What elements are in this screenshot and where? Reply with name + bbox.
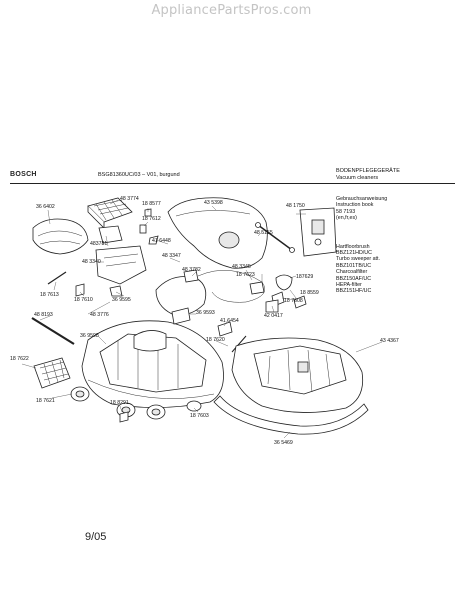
side-note: Gebrauchsanweisung (336, 196, 388, 202)
side-note: BBZ121HD/UC (336, 250, 372, 257)
filter-card (98, 225, 123, 244)
side-note: BBZ150AF/UC (336, 275, 372, 282)
small-clips (139, 208, 159, 245)
category-line-1: BODENPFLEGEGERÄTE (336, 168, 400, 174)
leader-lines (21, 199, 383, 439)
part-label: 483781 (90, 241, 108, 247)
cord-rod (255, 222, 295, 253)
part-label: 42 0417 (264, 313, 283, 319)
side-notes: Gebrauchsanweisung Instruction book 58 7… (336, 196, 387, 295)
part-label: 48 3347 (162, 253, 181, 259)
part-label: 36 9593 (196, 310, 215, 316)
main-housing-right (231, 337, 364, 413)
part-label: 18 7620 (206, 337, 225, 343)
side-note: BBZ151HF/UC (336, 288, 372, 295)
part-label: 18 8577 (142, 201, 161, 207)
side-note: (en,fr,es) (336, 215, 357, 222)
watermark: AppliancePartsPros.com (151, 3, 312, 18)
part-label: 18 7623 (236, 272, 255, 278)
bag-holder-cover (32, 218, 89, 255)
part-label: 18 7612 (142, 216, 161, 222)
category-line-2: Vacuum cleaners (336, 175, 379, 181)
part-label: 43 4367 (380, 338, 399, 344)
base-housing (81, 320, 224, 408)
part-label: 36 9595 (112, 297, 131, 303)
micro-filter (87, 197, 133, 229)
part-label: 48 8193 (34, 312, 53, 318)
clip-small (119, 411, 129, 423)
part-label: 187629 (296, 274, 314, 280)
side-note: BBZ101TB/UC (336, 262, 372, 269)
exhaust-filter (33, 357, 71, 389)
part-label: 48 3774 (120, 196, 139, 202)
part-label: 41 6448 (152, 238, 171, 244)
cable-loop (197, 270, 265, 303)
part-label: 18 8291 (110, 400, 129, 406)
side-note: 58 7193 (336, 208, 356, 215)
part-label: 36 6402 (36, 204, 55, 210)
model-label: BSG81360UC/03 – V01, burgund (98, 172, 180, 178)
part-label: 48 3345 (232, 264, 251, 270)
part-label: 41 6454 (220, 318, 239, 324)
side-note: Instruction book (336, 202, 374, 209)
part-label: 18 7621 (36, 398, 55, 404)
long-rod (31, 317, 75, 345)
header-rule (10, 183, 455, 184)
part-label: 48 3340 (82, 259, 101, 265)
wheels (70, 386, 202, 420)
part-label: 43 5398 (204, 200, 223, 206)
top-housing-lid (167, 197, 268, 269)
part-label: 18 7613 (40, 292, 59, 298)
bumper-strip (213, 395, 369, 435)
part-label: 18 7610 (74, 297, 93, 303)
part-label: 36 5469 (274, 440, 293, 446)
hose-cuff-housing (95, 245, 147, 285)
part-label: 48 5155 (254, 230, 273, 236)
part-label: 48 3776 (90, 312, 109, 318)
part-label: 18 7622 (10, 356, 29, 362)
part-label: 18 7603 (190, 413, 209, 419)
revision-date: 9/05 (85, 531, 107, 543)
part-label: 18 7608 (284, 298, 303, 304)
side-note: Charcoalfilter (336, 269, 368, 276)
side-note: Turbo sweeper att. (336, 256, 380, 263)
part-label: 18 8559 (300, 290, 319, 296)
part-label: 48 1750 (286, 203, 305, 209)
side-note: HEPA-filter (336, 282, 362, 289)
brand-label: BOSCH (10, 171, 37, 178)
small-parts-right (265, 274, 307, 313)
part-label: 48 3782 (182, 267, 201, 273)
part-label: 36 9598 (80, 333, 99, 339)
side-note: Hartfloorbrush (336, 243, 370, 250)
motor-assembly (155, 269, 207, 316)
dust-bag (299, 207, 337, 257)
